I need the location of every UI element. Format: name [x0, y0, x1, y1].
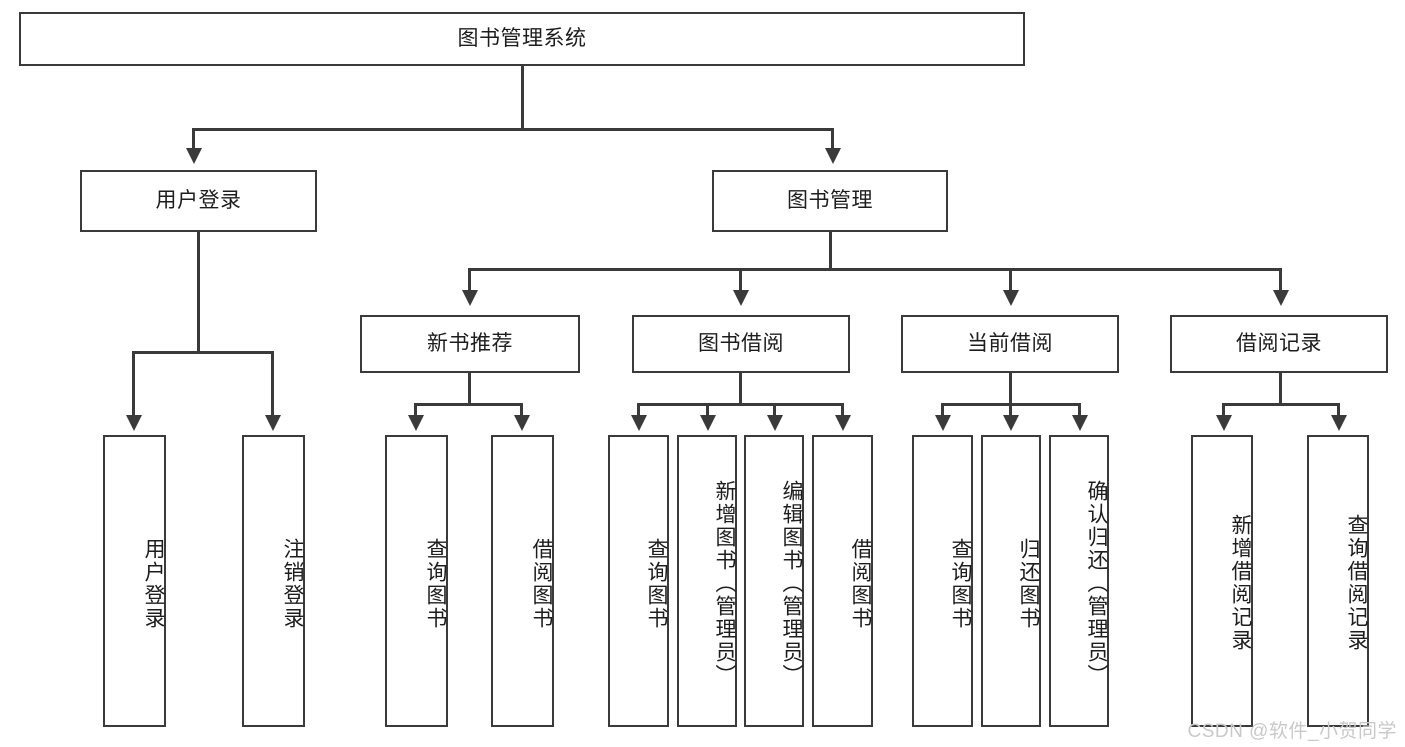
node-leaf-user-login-label: 用户登录: [142, 538, 165, 630]
node-leaf-user-logout-label: 注销登录: [281, 538, 304, 630]
arrowhead-root-to-user-login: [186, 148, 202, 164]
node-leaf-user-login[interactable]: 用户登录: [103, 435, 166, 727]
arrowhead-br-leaf-2: [1331, 415, 1347, 431]
node-leaf-query-book-3-label: 查询图书: [949, 538, 972, 630]
node-book-borrow-label: 图书借阅: [698, 332, 784, 356]
node-leaf-query-book-1[interactable]: 查询图书: [385, 435, 448, 727]
node-book-manage[interactable]: 图书管理: [712, 170, 948, 232]
arrowhead-bb-leaf-1: [631, 415, 647, 431]
arrowhead-user-login-leaf-1: [126, 415, 142, 431]
connector-cb-drop-3: [1078, 403, 1081, 417]
connector-user-login-drop-1: [132, 351, 135, 417]
arrowhead-cb-leaf-1: [935, 415, 951, 431]
node-current-borrow[interactable]: 当前借阅: [901, 315, 1119, 373]
node-leaf-return-book-label: 归还图书: [1017, 538, 1040, 630]
arrowhead-to-book-borrow: [733, 290, 749, 306]
arrowhead-cb-leaf-2: [1003, 415, 1019, 431]
connector-user-login-drop-2: [271, 351, 274, 417]
arrowhead-to-new-book-recommend: [462, 290, 478, 306]
node-leaf-add-record[interactable]: 新增借阅记录: [1191, 435, 1253, 727]
connector-book-manage-drop-2: [739, 268, 742, 292]
arrowhead-bb-leaf-4: [835, 415, 851, 431]
node-current-borrow-label: 当前借阅: [967, 332, 1053, 356]
node-leaf-add-book-label: 新增图书（管理员）: [713, 479, 736, 687]
arrowhead-nbr-leaf-1: [408, 415, 424, 431]
connector-borrow-record-stem: [1279, 373, 1282, 405]
node-borrow-record[interactable]: 借阅记录: [1170, 315, 1388, 373]
connector-br-drop-2: [1337, 403, 1340, 417]
connector-book-manage-drop-4: [1279, 268, 1282, 292]
arrowhead-br-leaf-1: [1216, 415, 1232, 431]
connector-user-login-bus: [132, 351, 271, 354]
connector-book-manage-drop-1: [468, 268, 471, 292]
node-leaf-confirm-return[interactable]: 确认归还（管理员）: [1049, 435, 1109, 727]
node-leaf-query-record[interactable]: 查询借阅记录: [1307, 435, 1369, 727]
connector-bb-drop-2: [706, 403, 709, 417]
node-book-borrow[interactable]: 图书借阅: [632, 315, 850, 373]
node-borrow-record-label: 借阅记录: [1236, 332, 1322, 356]
connector-br-drop-1: [1222, 403, 1225, 417]
connector-bb-drop-1: [637, 403, 640, 417]
connector-book-manage-bus: [468, 268, 1279, 271]
node-leaf-borrow-book-1-label: 借阅图书: [530, 538, 553, 630]
node-leaf-edit-book[interactable]: 编辑图书（管理员）: [744, 435, 804, 727]
node-leaf-query-book-1-label: 查询图书: [424, 538, 447, 630]
connector-book-manage-drop-3: [1009, 268, 1012, 292]
node-leaf-add-book[interactable]: 新增图书（管理员）: [677, 435, 737, 727]
arrowhead-to-borrow-record: [1273, 290, 1289, 306]
node-leaf-confirm-return-label: 确认归还（管理员）: [1085, 479, 1108, 687]
node-leaf-borrow-book-1[interactable]: 借阅图书: [491, 435, 554, 727]
connector-book-borrow-stem: [739, 373, 742, 405]
node-leaf-query-book-2-label: 查询图书: [645, 538, 668, 630]
node-book-manage-label: 图书管理: [787, 189, 873, 213]
arrowhead-cb-leaf-3: [1072, 415, 1088, 431]
connector-borrow-record-bus: [1222, 403, 1340, 406]
node-leaf-borrow-book-2-label: 借阅图书: [849, 538, 872, 630]
connector-book-borrow-bus: [637, 403, 844, 406]
node-user-login-label: 用户登录: [155, 189, 242, 213]
connector-user-login-stem: [197, 232, 200, 353]
connector-new-book-recommend-stem: [468, 373, 471, 405]
connector-bb-drop-4: [841, 403, 844, 417]
connector-root-bus: [192, 128, 834, 131]
node-new-book-recommend[interactable]: 新书推荐: [360, 315, 580, 373]
connector-current-borrow-stem: [1009, 373, 1012, 405]
arrowhead-nbr-leaf-2: [514, 415, 530, 431]
connector-nbr-drop-1: [414, 403, 417, 417]
node-leaf-query-book-2[interactable]: 查询图书: [608, 435, 669, 727]
arrowhead-bb-leaf-3: [767, 415, 783, 431]
connector-bb-drop-3: [773, 403, 776, 417]
node-leaf-add-record-label: 新增借阅记录: [1229, 514, 1252, 652]
arrowhead-bb-leaf-2: [700, 415, 716, 431]
connector-cb-drop-2: [1009, 403, 1012, 417]
connector-root-stem: [521, 66, 524, 128]
connector-root-to-book-manage: [831, 128, 834, 150]
connector-new-book-recommend-bus: [414, 403, 523, 406]
arrowhead-user-login-leaf-2: [265, 415, 281, 431]
connector-book-manage-stem: [829, 232, 832, 270]
node-root[interactable]: 图书管理系统: [19, 12, 1025, 66]
node-leaf-user-logout[interactable]: 注销登录: [242, 435, 305, 727]
connector-root-to-user-login: [192, 128, 195, 150]
arrowhead-to-current-borrow: [1003, 290, 1019, 306]
connector-cb-drop-1: [941, 403, 944, 417]
node-new-book-recommend-label: 新书推荐: [427, 332, 513, 356]
connector-nbr-drop-2: [520, 403, 523, 417]
node-leaf-borrow-book-2[interactable]: 借阅图书: [812, 435, 873, 727]
node-root-label: 图书管理系统: [457, 27, 587, 51]
node-user-login[interactable]: 用户登录: [80, 170, 317, 232]
node-leaf-query-book-3[interactable]: 查询图书: [912, 435, 973, 727]
node-leaf-query-record-label: 查询借阅记录: [1345, 514, 1368, 652]
node-leaf-return-book[interactable]: 归还图书: [981, 435, 1041, 727]
node-leaf-edit-book-label: 编辑图书（管理员）: [780, 479, 803, 687]
arrowhead-root-to-book-manage: [825, 148, 841, 164]
